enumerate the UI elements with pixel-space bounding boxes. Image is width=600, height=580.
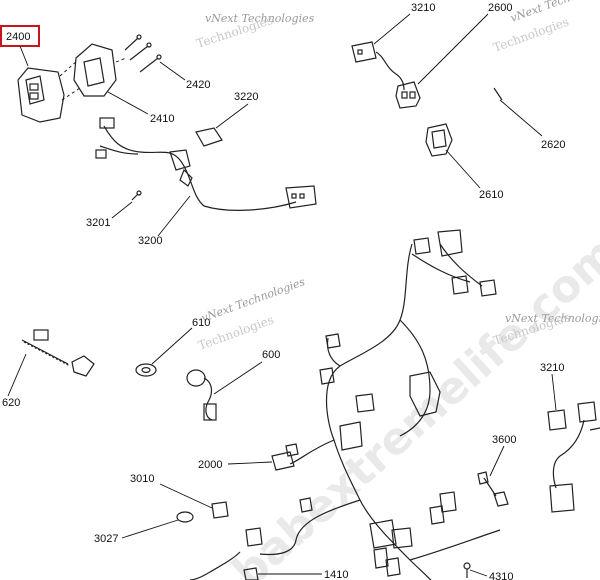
leader-line xyxy=(373,13,411,45)
watermark-text: vNext Technologies xyxy=(505,312,600,325)
leader-line xyxy=(213,361,263,395)
callout-2410[interactable]: 2410 xyxy=(150,113,174,125)
part-4310 xyxy=(463,562,471,578)
callout-4310[interactable]: 4310 xyxy=(489,571,513,580)
callout-2610[interactable]: 2610 xyxy=(479,189,503,201)
leader-line xyxy=(445,149,481,189)
sensor-2600-part xyxy=(395,81,421,109)
screw-3201-part xyxy=(131,190,142,201)
callout-3010[interactable]: 3010 xyxy=(130,473,154,485)
watermark-text: Technologies xyxy=(491,14,570,54)
ring-3027-part xyxy=(176,511,194,523)
leader-line xyxy=(499,99,543,137)
callout-1410[interactable]: 1410 xyxy=(324,569,348,580)
callout-3600[interactable]: 3600 xyxy=(492,434,516,446)
leader-line xyxy=(227,461,273,465)
sensor-600-part xyxy=(186,369,217,421)
cable-3600-part xyxy=(477,471,509,507)
leader-line xyxy=(157,195,191,237)
leader-line xyxy=(151,327,193,365)
leader-line xyxy=(489,445,505,477)
switch-housing-part xyxy=(17,34,162,123)
leader-line xyxy=(469,569,488,577)
callout-3027[interactable]: 3027 xyxy=(94,533,118,545)
connector-3220-part xyxy=(195,127,223,147)
leader-line xyxy=(417,13,489,85)
watermark-domain: babextremelife.com xyxy=(223,228,600,580)
leader-line xyxy=(159,61,186,81)
leader-line xyxy=(111,201,133,219)
callout-3200[interactable]: 3200 xyxy=(138,235,162,247)
callout-3220[interactable]: 3220 xyxy=(234,91,258,103)
leader-line xyxy=(19,45,29,67)
callout-2420[interactable]: 2420 xyxy=(186,79,210,91)
pin-2620-part xyxy=(493,87,503,101)
callout-2000[interactable]: 2000 xyxy=(198,459,222,471)
callout-3210-top[interactable]: 3210 xyxy=(411,2,435,14)
boot-2610-part xyxy=(425,123,453,157)
leader-line xyxy=(215,103,249,129)
callout-620[interactable]: 620 xyxy=(2,397,20,409)
coil-cable-620-part xyxy=(21,329,95,377)
part-1410 xyxy=(189,551,259,580)
watermark-text: vNext Technologies xyxy=(200,275,307,325)
leader-line xyxy=(551,373,557,411)
leader-line xyxy=(7,353,27,397)
callout-2600[interactable]: 2600 xyxy=(488,2,512,14)
callout-2400[interactable]: 2400 xyxy=(6,31,30,43)
harness-3200-part xyxy=(95,117,317,211)
leader-line xyxy=(159,483,213,509)
callout-3201[interactable]: 3201 xyxy=(86,217,110,229)
connector-3210-right-part xyxy=(547,401,600,513)
callout-2620[interactable]: 2620 xyxy=(541,139,565,151)
connector-2000-part xyxy=(271,443,299,471)
connector-3210-part xyxy=(351,41,405,91)
callout-600[interactable]: 600 xyxy=(262,349,280,361)
leader-line xyxy=(107,91,149,115)
main-harness-part xyxy=(245,229,501,580)
callout-610[interactable]: 610 xyxy=(192,317,210,329)
leader-line xyxy=(121,519,179,539)
watermark-text: vNext Technologies xyxy=(205,12,315,25)
connector-3010-part xyxy=(211,501,229,519)
grommet-610-part xyxy=(135,363,157,377)
callout-3210-right[interactable]: 3210 xyxy=(540,362,564,374)
